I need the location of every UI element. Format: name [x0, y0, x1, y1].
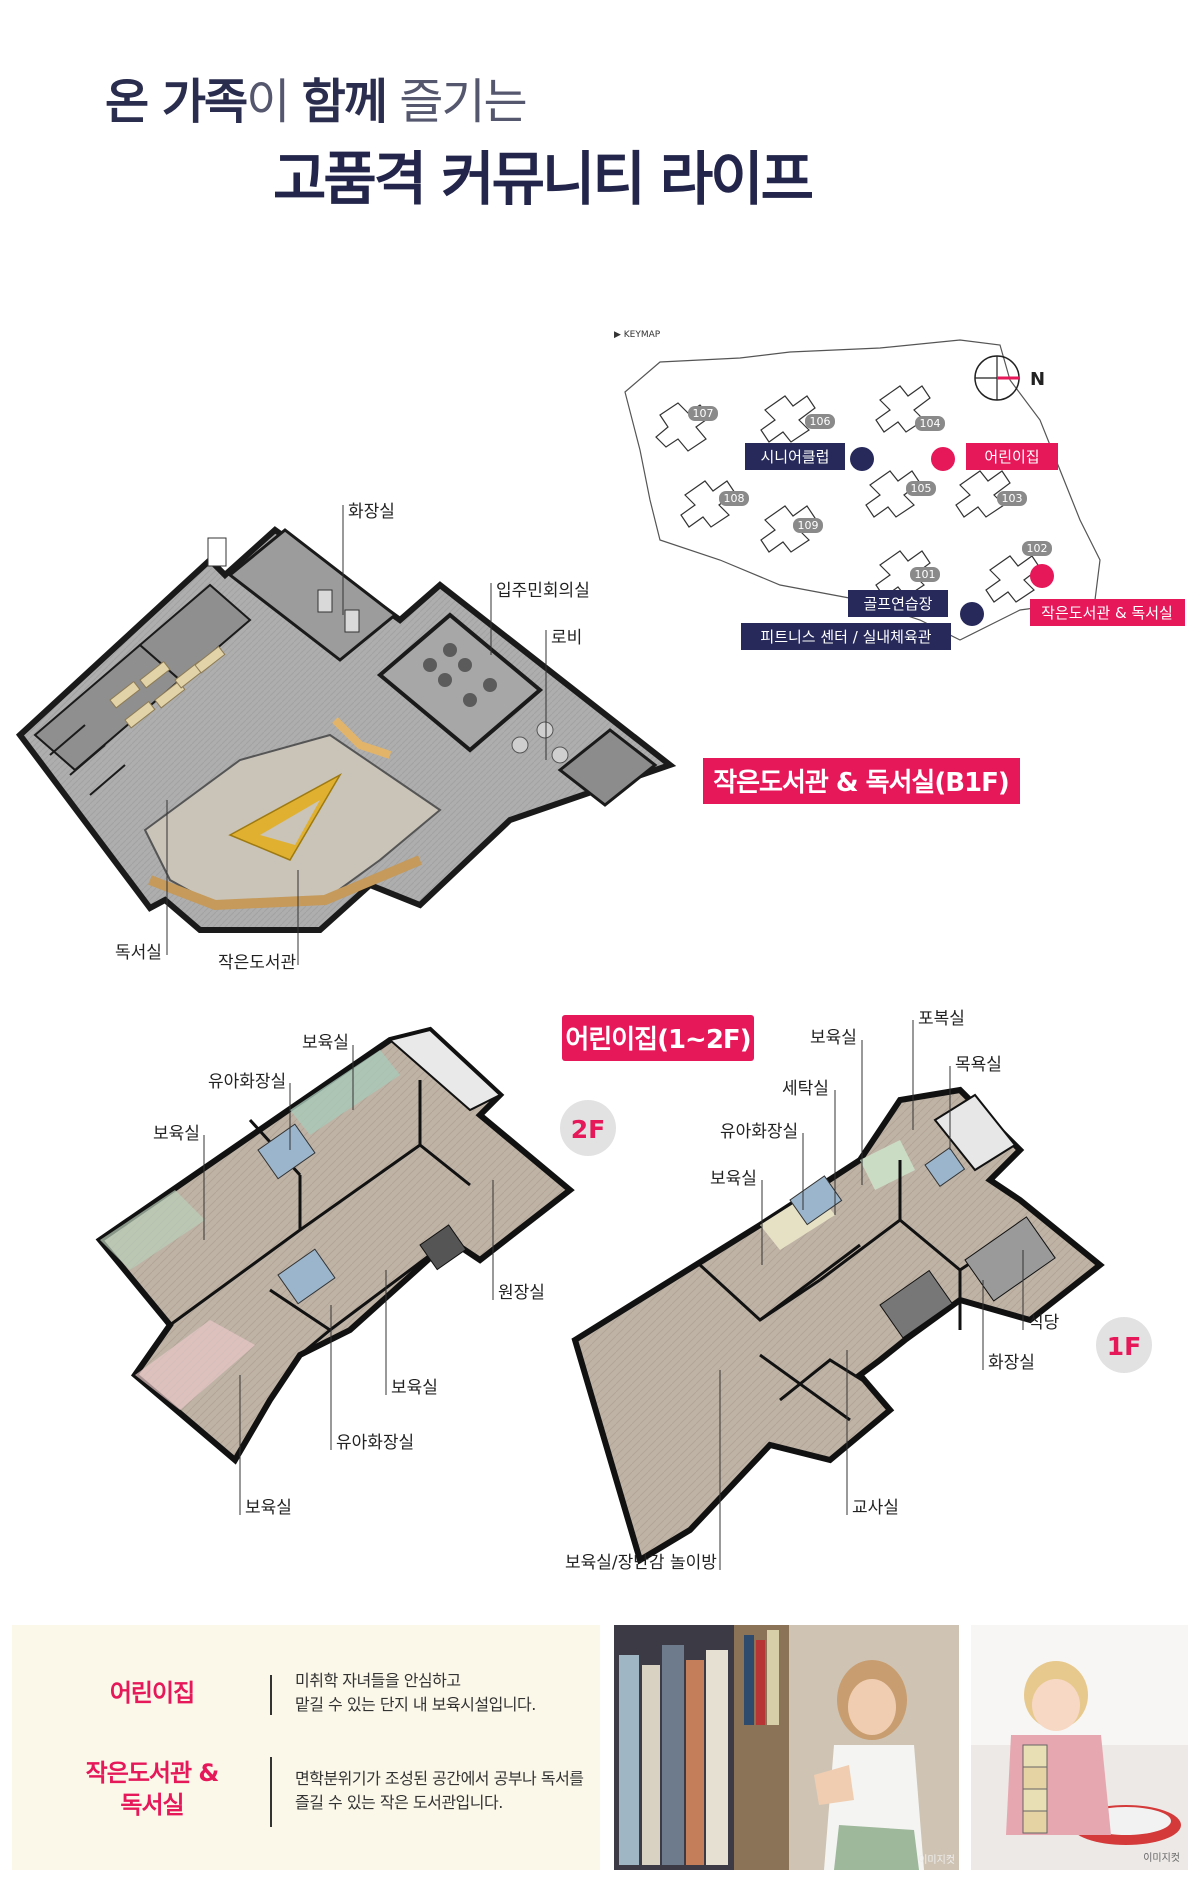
- label-1f-bath: 목욕실: [955, 1055, 1002, 1075]
- info-row-daycare: 어린이집 미취학 자녀들을 안심하고 맡길 수 있는 단지 내 보육시설입니다.: [12, 1665, 600, 1735]
- keymap-caption: ▶ KEYMAP: [614, 330, 661, 340]
- label-2f-director: 원장실: [498, 1283, 545, 1303]
- bldg-102: 102: [1027, 542, 1048, 555]
- keymap: ▶ KEYMAP N 107 106 104 108: [614, 330, 1185, 650]
- floor-2f-text: 2F: [571, 1115, 605, 1144]
- daycare-banner: [562, 1015, 754, 1061]
- library-tag: [1030, 599, 1185, 626]
- info-divider: [270, 1675, 272, 1715]
- headline-thin: 즐기는: [385, 74, 527, 130]
- info-daycare-desc-line2: 맡길 수 있는 단지 내 보육시설입니다.: [295, 1695, 536, 1714]
- label-2f-nursery-top: 보육실: [302, 1033, 349, 1053]
- golf-label: 골프연습장: [863, 595, 932, 613]
- daycare-banner-text: 어린이집(1~2F): [565, 1025, 750, 1055]
- label-1f-laundry: 세탁실: [782, 1079, 829, 1099]
- daycare-label: 어린이집: [984, 448, 1039, 466]
- headline-line1: 온 가족이 함께 즐기는: [105, 62, 528, 132]
- label-reading-room: 독서실: [115, 943, 162, 963]
- photo-caption: 이미지컷: [918, 1855, 955, 1866]
- senior-club-marker: [850, 447, 874, 471]
- b1f-floorplan: [15, 526, 677, 933]
- headline-bold: 함께: [301, 74, 388, 130]
- golf-tag: [848, 590, 948, 617]
- headline-bold: 온 가족: [105, 74, 248, 130]
- info-daycare-desc: 미취학 자녀들을 안심하고 맡길 수 있는 단지 내 보육시설입니다.: [295, 1669, 536, 1717]
- senior-club-tag: [745, 443, 845, 470]
- label-2f-toddler-wc-top: 유아화장실: [208, 1072, 286, 1092]
- info-library-desc: 면학분위기가 조성된 공간에서 공부나 독서를 즐길 수 있는 작은 도서관입니…: [295, 1767, 584, 1815]
- fitness-marker: [960, 602, 984, 626]
- label-2f-nursery-bottom: 보육실: [245, 1498, 292, 1518]
- compass-icon: [974, 355, 1020, 401]
- daycare-marker: [931, 447, 955, 471]
- headline-line2: 고품격 커뮤니티 라이프: [273, 145, 814, 213]
- site-outline: [624, 339, 1101, 641]
- photo-caption: 이미지컷: [1143, 1853, 1180, 1864]
- child-blocks-photo: 이미지컷: [971, 1625, 1188, 1870]
- label-1f-storage: 포복실: [918, 1009, 965, 1029]
- info-library-desc-line2: 즐길 수 있는 작은 도서관입니다.: [295, 1793, 503, 1812]
- daycare-tag: [966, 443, 1058, 470]
- bldg-109: 109: [798, 519, 819, 532]
- bldg-106: 106: [810, 415, 831, 428]
- fitness-tag: [741, 623, 951, 650]
- headline: 온 가족이 함께 즐기는 고품격 커뮤니티 라이프: [105, 62, 814, 213]
- label-1f-playroom: 보육실/장난감 놀이방: [565, 1553, 717, 1573]
- headline-thin: 이: [246, 74, 302, 130]
- floor-1f-badge: [1096, 1317, 1152, 1373]
- daycare-1f-labels: 포복실 보육실 목욕실 세탁실 유아화장실 보육실 식당 화장실 교사실 보육실…: [565, 1009, 1060, 1573]
- info-library-name-line1: 작은도서관 &: [85, 1759, 220, 1787]
- label-meeting-room: 입주민회의실: [496, 581, 590, 601]
- info-library-name: 작은도서관 & 독서실: [52, 1757, 252, 1821]
- label-1f-toddler-wc: 유아화장실: [720, 1122, 798, 1142]
- label-1f-teacher: 교사실: [852, 1498, 899, 1518]
- info-library-desc-line1: 면학분위기가 조성된 공간에서 공부나 독서를: [295, 1769, 584, 1788]
- label-2f-nursery-left: 보육실: [153, 1124, 200, 1144]
- label-2f-toddler-wc-bottom: 유아화장실: [336, 1433, 414, 1453]
- info-row-library: 작은도서관 & 독서실 면학분위기가 조성된 공간에서 공부나 독서를 즐길 수…: [12, 1755, 600, 1827]
- fitness-label: 피트니스 센터 / 실내체육관: [760, 628, 931, 646]
- library-label: 작은도서관 & 독서실: [1041, 604, 1173, 622]
- bldg-103: 103: [1002, 492, 1023, 505]
- bldg-104: 104: [920, 417, 941, 430]
- daycare-2f-floorplan: [95, 1026, 575, 1465]
- building-number-tags: 107 106 104 108 109 105 103 101 102: [688, 406, 1052, 582]
- north-label: N: [1030, 369, 1045, 390]
- label-2f-nursery-mid: 보육실: [391, 1378, 438, 1398]
- b1f-labels: 화장실 입주민회의실 로비 독서실 작은도서관: [115, 502, 590, 973]
- b1f-banner: [703, 758, 1020, 804]
- daycare-2f-labels: 보육실 유아화장실 보육실 원장실 보육실 유아화장실 보육실: [153, 1033, 545, 1518]
- info-daycare-desc-line1: 미취학 자녀들을 안심하고: [295, 1671, 461, 1690]
- library-girl-photo: 이미지컷: [614, 1625, 959, 1870]
- label-restroom: 화장실: [348, 502, 395, 522]
- info-library-name-line2: 독서실: [120, 1791, 184, 1819]
- floor-1f-text: 1F: [1107, 1332, 1141, 1361]
- label-small-library: 작은도서관: [218, 953, 296, 973]
- label-lobby: 로비: [551, 628, 582, 648]
- bldg-108: 108: [724, 492, 745, 505]
- label-1f-nursery-left: 보육실: [710, 1169, 757, 1189]
- bldg-107: 107: [693, 407, 714, 420]
- senior-club-label: 시니어클럽: [760, 448, 829, 466]
- library-marker: [1030, 564, 1054, 588]
- info-daycare-name: 어린이집: [109, 1679, 195, 1707]
- label-1f-dining: 식당: [1028, 1313, 1060, 1333]
- info-divider: [270, 1757, 272, 1827]
- b1f-banner-text: 작은도서관 & 독서실(B1F): [713, 768, 1009, 798]
- bldg-101: 101: [915, 568, 936, 581]
- label-1f-restroom: 화장실: [988, 1353, 1035, 1373]
- label-1f-nursery-top: 보육실: [810, 1028, 857, 1048]
- facility-info-panel: 어린이집 미취학 자녀들을 안심하고 맡길 수 있는 단지 내 보육시설입니다.…: [12, 1625, 600, 1870]
- bldg-105: 105: [911, 482, 932, 495]
- daycare-1f-floorplan: [571, 1086, 1105, 1565]
- floor-2f-badge: [560, 1100, 616, 1156]
